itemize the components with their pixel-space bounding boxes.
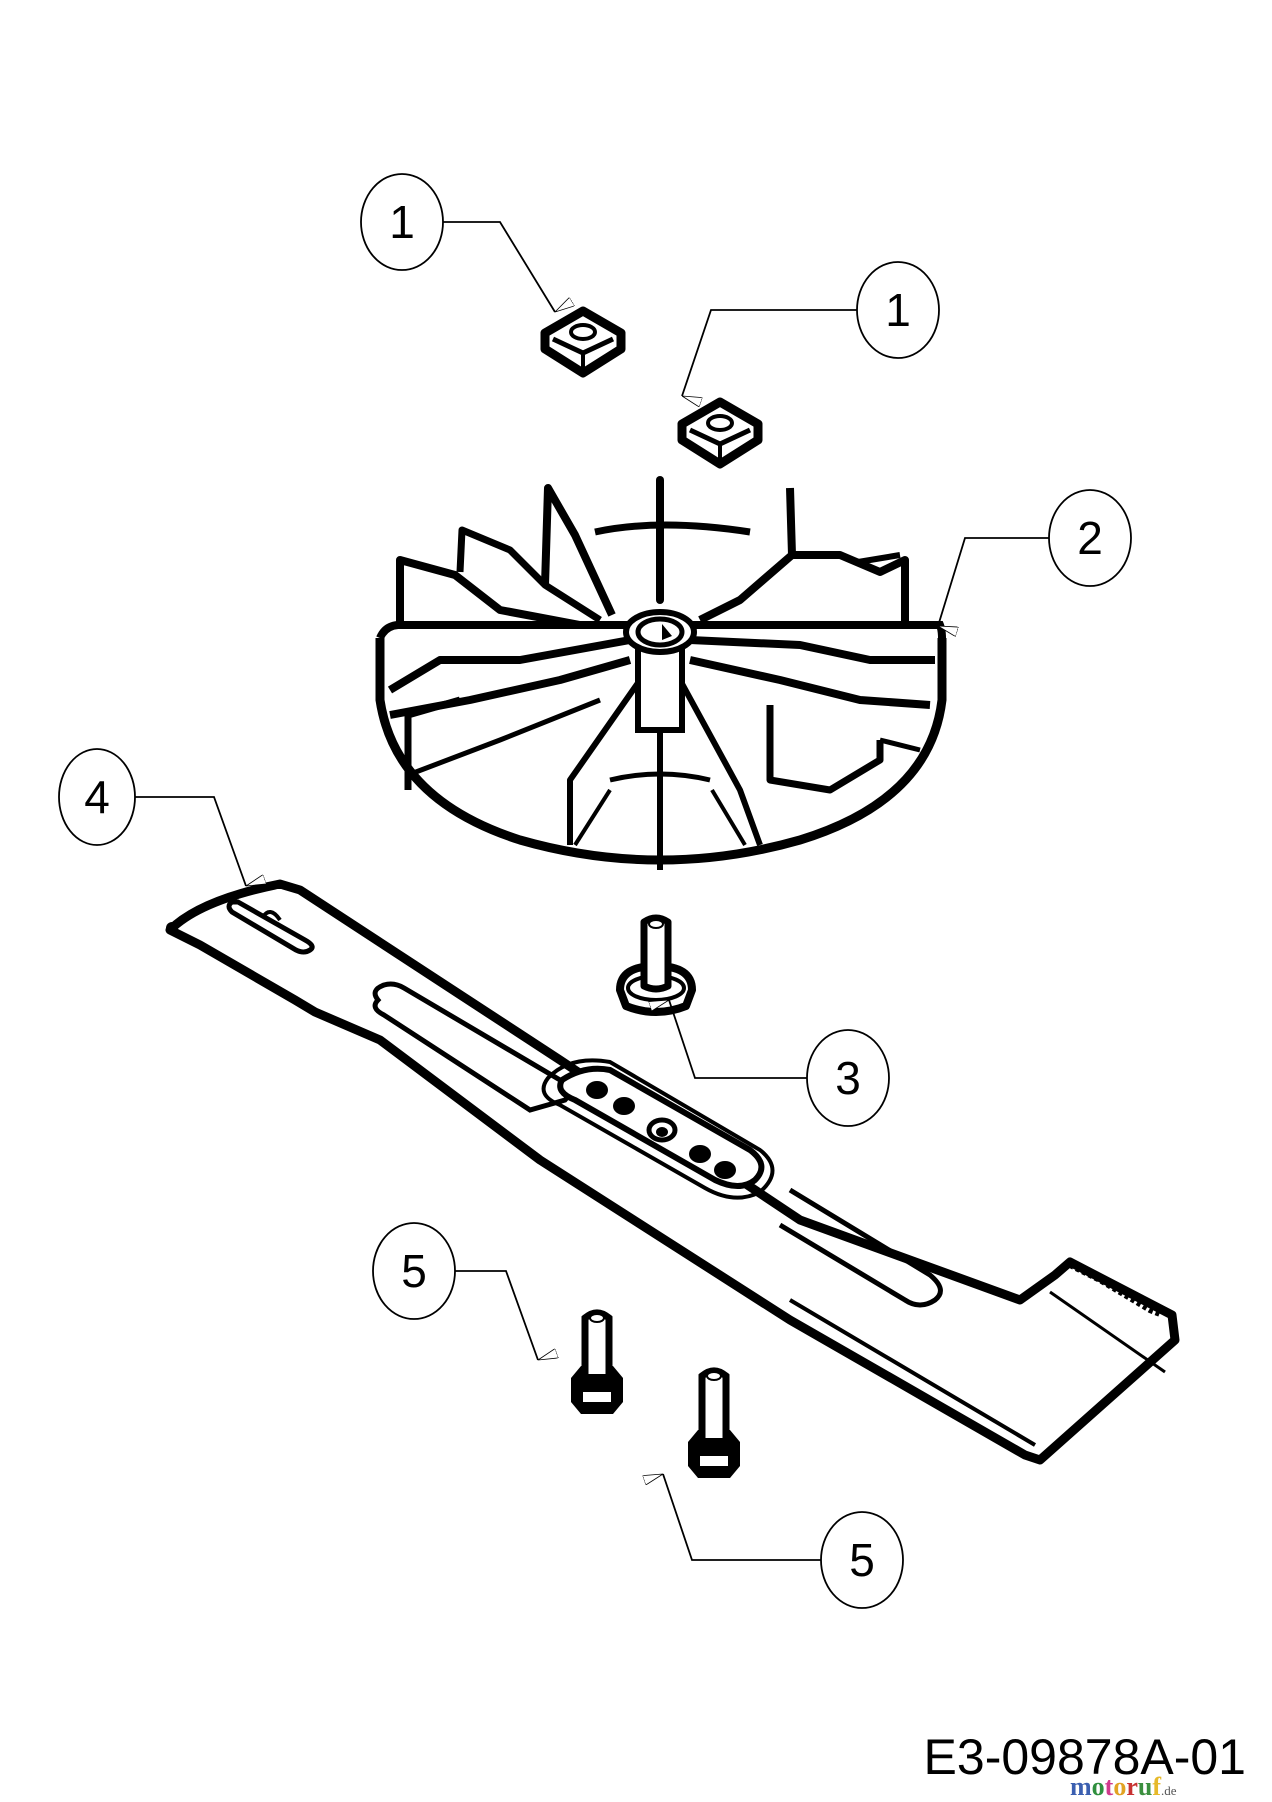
watermark-letter: r xyxy=(1126,1772,1138,1801)
watermark-logo: motoruf.de xyxy=(1070,1772,1177,1802)
hex-bolt-5b[interactable] xyxy=(688,1367,740,1478)
svg-text:1: 1 xyxy=(389,196,415,248)
callout-5a[interactable]: 5 xyxy=(372,1222,538,1360)
svg-text:2: 2 xyxy=(1077,512,1103,564)
blade-adapter-pin[interactable] xyxy=(616,914,696,1016)
watermark-letter: f xyxy=(1152,1772,1162,1801)
callout-1b[interactable]: 1 xyxy=(681,261,940,396)
svg-text:4: 4 xyxy=(84,771,110,823)
drawing-id-label: E3-09878A-01 xyxy=(923,1729,1246,1785)
svg-text:3: 3 xyxy=(835,1052,861,1104)
watermark-letter: t xyxy=(1104,1772,1114,1801)
svg-text:1: 1 xyxy=(885,284,911,336)
callout-3[interactable]: 3 xyxy=(669,1000,890,1127)
watermark-letter: o xyxy=(1113,1772,1127,1801)
watermark-letter: o xyxy=(1091,1772,1105,1801)
svg-text:5: 5 xyxy=(849,1534,875,1586)
callout-1a[interactable]: 1 xyxy=(360,173,555,313)
mower-blade[interactable] xyxy=(165,879,1180,1465)
square-nut-1a[interactable] xyxy=(540,306,626,378)
svg-text:5: 5 xyxy=(401,1245,427,1297)
watermark-letter: m xyxy=(1070,1772,1092,1801)
watermark-letter: u xyxy=(1137,1772,1153,1801)
watermark-tld: .de xyxy=(1161,1783,1177,1798)
callout-5b[interactable]: 5 xyxy=(663,1474,904,1609)
square-nut-1b[interactable] xyxy=(677,397,763,469)
hex-bolt-5a[interactable] xyxy=(571,1309,623,1414)
callout-2[interactable]: 2 xyxy=(937,489,1132,626)
fan-impeller[interactable] xyxy=(375,476,947,870)
callout-4[interactable]: 4 xyxy=(58,748,246,886)
